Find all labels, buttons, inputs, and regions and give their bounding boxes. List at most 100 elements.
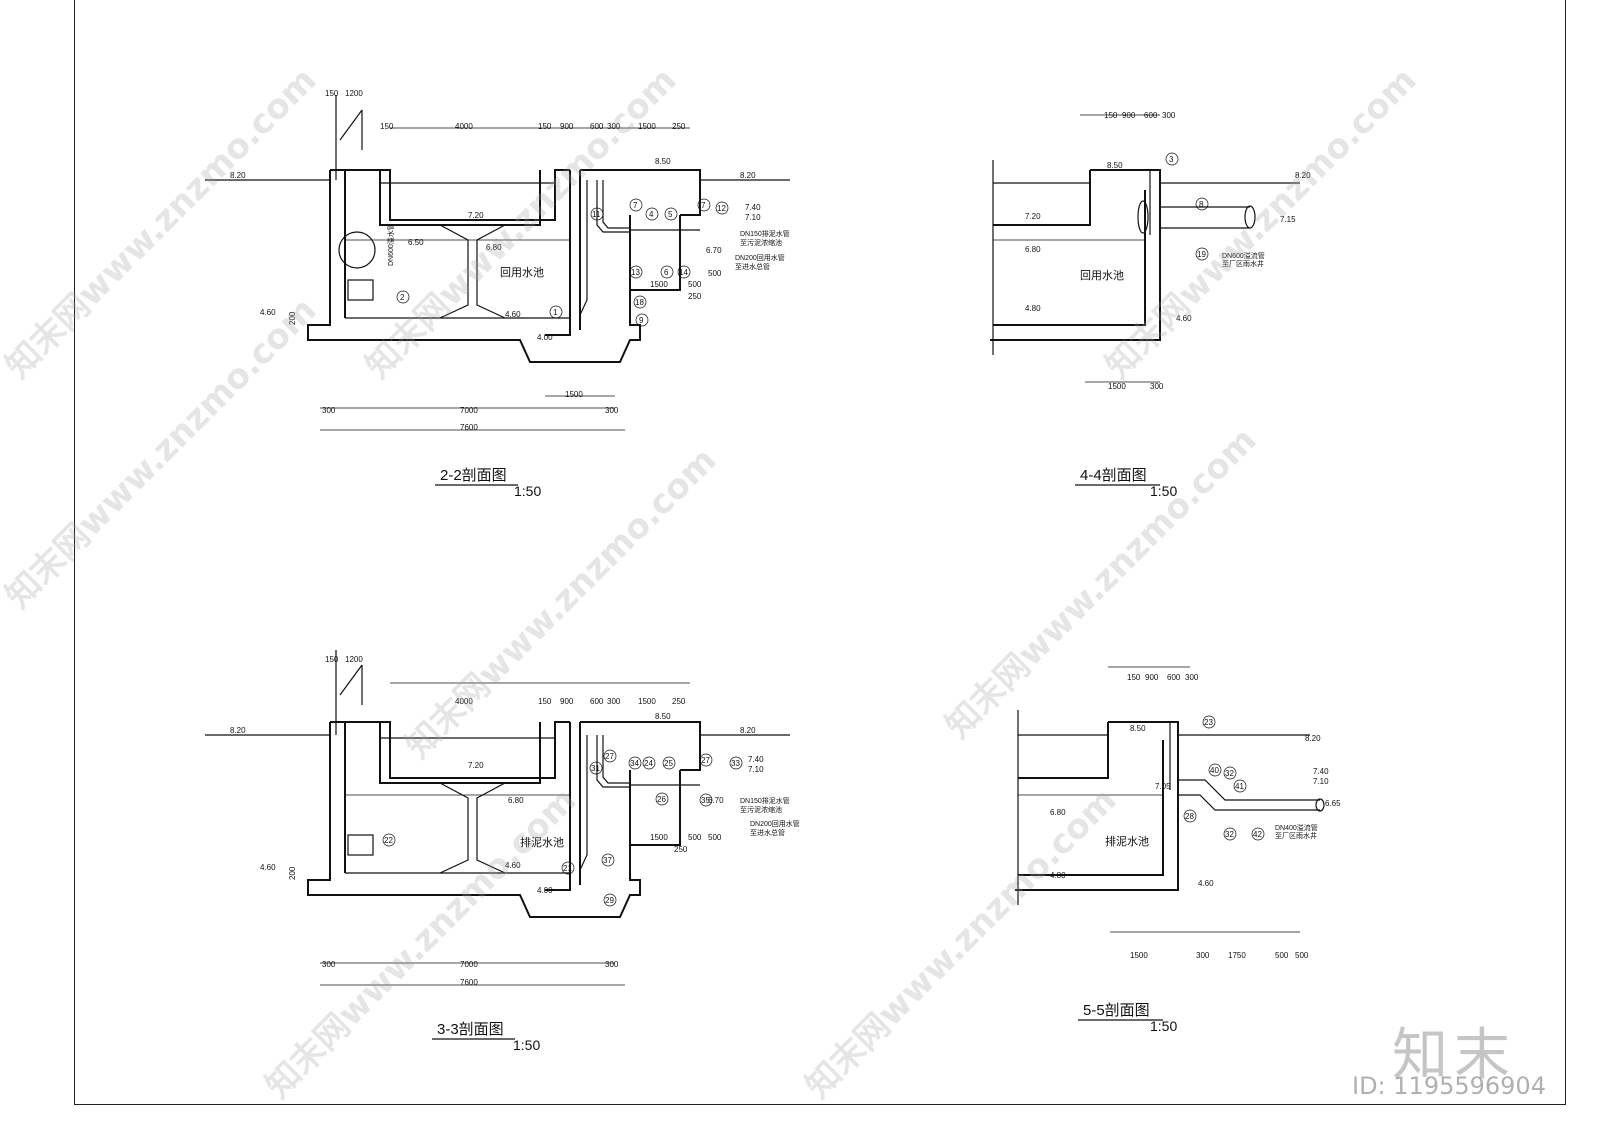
dim: 250 bbox=[672, 122, 686, 131]
level: 6.65 bbox=[1325, 799, 1341, 808]
note-4-4-1a: DN600溢流管 bbox=[1222, 251, 1265, 260]
title-4-4: 4-4剖面图 bbox=[1080, 467, 1147, 484]
tag: 2 bbox=[400, 293, 405, 302]
tag: 27 bbox=[605, 752, 614, 761]
tag-markers-4-4: 3 8 19 bbox=[1165, 152, 1209, 261]
note-3-3-2a: DN200回用水管 bbox=[750, 819, 800, 828]
level: 4.60 bbox=[1176, 314, 1192, 323]
level: 8.20 bbox=[740, 171, 756, 180]
tag: 1 bbox=[553, 308, 558, 317]
tag: 27 bbox=[701, 756, 710, 765]
dim: 250 bbox=[688, 292, 702, 301]
level: 7.20 bbox=[1025, 212, 1041, 221]
dim: 300 bbox=[322, 406, 336, 415]
dim: 500 bbox=[1295, 951, 1309, 960]
tag: 22 bbox=[384, 836, 393, 845]
watermark: 知末网www.znzmo.com bbox=[358, 60, 684, 386]
tag: 26 bbox=[657, 795, 666, 804]
pool-label-4-4: 回用水池 bbox=[1080, 269, 1124, 282]
title-5-5: 5-5剖面图 bbox=[1083, 1002, 1150, 1019]
dim: 250 bbox=[674, 845, 688, 854]
dim: 300 bbox=[1162, 111, 1176, 120]
tag: 9 bbox=[639, 316, 644, 325]
level: 6.80 bbox=[1050, 808, 1066, 817]
dim: 600 bbox=[1167, 673, 1181, 682]
tag: 7 bbox=[633, 201, 638, 210]
level: 4.00 bbox=[537, 886, 553, 895]
level: 7.40 bbox=[748, 755, 764, 764]
note-3-3-2b: 至进水总管 bbox=[750, 828, 785, 837]
level: 8.50 bbox=[1107, 161, 1123, 170]
dim: 150 bbox=[1104, 111, 1118, 120]
level: 8.50 bbox=[655, 712, 671, 721]
watermark-layer: 知末网www.znzmo.com 知末网www.znzmo.com 知末网www… bbox=[0, 60, 1424, 1106]
dim: 150 bbox=[325, 89, 339, 98]
tag: 12 bbox=[717, 204, 726, 213]
dim: 1500 bbox=[565, 390, 583, 399]
dim: 300 bbox=[1196, 951, 1210, 960]
scale-3-3: 1:50 bbox=[513, 1037, 540, 1053]
level: 8.20 bbox=[1295, 171, 1311, 180]
tag: 19 bbox=[1197, 250, 1206, 259]
level: 7.15 bbox=[1280, 215, 1296, 224]
dim: 1500 bbox=[638, 122, 656, 131]
tag: 25 bbox=[664, 759, 673, 768]
tag: 31 bbox=[591, 764, 600, 773]
dim: 600 bbox=[590, 697, 604, 706]
dim: 150 bbox=[325, 655, 339, 664]
watermark: 知末网www.znzmo.com bbox=[398, 440, 724, 766]
tag: 3 bbox=[1169, 155, 1174, 164]
tag-markers-2-2: 2 1 11 7 4 5 7 12 13 6 14 18 9 bbox=[396, 198, 729, 327]
dim: 250 bbox=[672, 697, 686, 706]
tag: 21 bbox=[563, 864, 572, 873]
tag-markers-5-5: 23 40 32 41 28 32 42 bbox=[1183, 715, 1265, 841]
dim: 900 bbox=[560, 697, 574, 706]
pool-label-2-2: 回用水池 bbox=[500, 266, 544, 279]
dim: 200 bbox=[288, 866, 297, 880]
section-3-3 bbox=[205, 650, 790, 986]
tag: 11 bbox=[592, 210, 601, 219]
dim: 1200 bbox=[345, 89, 363, 98]
dim: 300 bbox=[605, 960, 619, 969]
drawing-frame bbox=[74, 0, 1566, 1105]
dim: 1500 bbox=[1130, 951, 1148, 960]
level: 4.60 bbox=[1198, 879, 1214, 888]
note-2-2-2a: DN200回用水管 bbox=[735, 253, 785, 262]
dim: 900 bbox=[1145, 673, 1159, 682]
level: 8.50 bbox=[1130, 724, 1146, 733]
watermark: 知末网www.znzmo.com bbox=[798, 780, 1124, 1106]
tag: 40 bbox=[1210, 766, 1219, 775]
dim: 1500 bbox=[638, 697, 656, 706]
note-4-4-1b: 至厂区雨水井 bbox=[1222, 259, 1264, 268]
section-5-5 bbox=[1015, 666, 1325, 933]
level: 7.10 bbox=[1313, 777, 1329, 786]
dim: 150 bbox=[538, 122, 552, 131]
dim: 600 bbox=[590, 122, 604, 131]
dim: 150 bbox=[538, 697, 552, 706]
level: 7.10 bbox=[745, 213, 761, 222]
tag: 35 bbox=[701, 796, 710, 805]
level: 7.40 bbox=[1313, 767, 1329, 776]
note-2-2-2b: 至进水总管 bbox=[735, 262, 770, 271]
tag: 32 bbox=[1225, 769, 1234, 778]
level: 6.80 bbox=[1025, 245, 1041, 254]
level: 8.20 bbox=[230, 726, 246, 735]
level: 4.80 bbox=[1025, 304, 1041, 313]
dim: 500 bbox=[688, 280, 702, 289]
dim: 150 bbox=[1127, 673, 1141, 682]
scale-5-5: 1:50 bbox=[1150, 1018, 1177, 1034]
level: 7.40 bbox=[745, 203, 761, 212]
dim: 1500 bbox=[650, 280, 668, 289]
note-5-5-1a: DN400溢流管 bbox=[1275, 823, 1318, 832]
tag: 23 bbox=[1204, 718, 1213, 727]
dim: 300 bbox=[607, 122, 621, 131]
scale-2-2: 1:50 bbox=[514, 483, 541, 499]
level: 8.50 bbox=[655, 157, 671, 166]
dim: 300 bbox=[605, 406, 619, 415]
asset-id: ID: 1195596904 bbox=[1352, 1072, 1546, 1100]
side-note-2-2: DN600溢水管 bbox=[386, 223, 395, 266]
tag: 29 bbox=[605, 896, 614, 905]
dim: 1500 bbox=[650, 833, 668, 842]
note-5-5-1b: 至厂区雨水井 bbox=[1275, 831, 1317, 840]
